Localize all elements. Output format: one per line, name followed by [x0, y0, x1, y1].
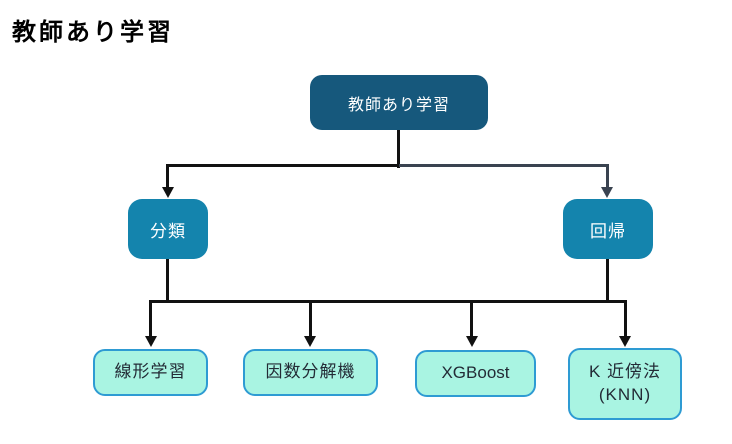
node-classification: 分類 — [128, 199, 208, 259]
arrowhead-down-linear-icon — [144, 336, 157, 347]
node-factorization-machine: 因数分解機 — [243, 349, 378, 396]
node-xgboost-label: XGBoost — [441, 363, 510, 383]
connector-segment-regression-drop — [606, 164, 609, 188]
node-classification-label: 分類 — [150, 221, 186, 241]
node-regression-label: 回帰 — [590, 221, 626, 241]
node-linear-learning: 線形学習 — [93, 349, 208, 396]
arrowhead-down-classification-icon — [161, 187, 174, 198]
connector-segment-classification-drop — [166, 164, 169, 188]
node-knn: K 近傍法 (KNN) — [568, 348, 682, 420]
connector-segment-linear-drop — [149, 300, 152, 337]
connector-segment-xgboost-drop — [470, 300, 473, 337]
connector-segment-classification-down — [166, 257, 169, 303]
arrowhead-down-factorization-icon — [304, 336, 316, 347]
arrowhead-down-knn-icon — [619, 336, 631, 347]
connector-segment-knn-drop — [624, 300, 627, 337]
node-factorization-machine-label: 因数分解機 — [265, 362, 356, 382]
node-supervised-learning-label: 教師あり学習 — [347, 96, 450, 114]
page-title: 教師あり学習 — [12, 19, 174, 46]
node-xgboost: XGBoost — [415, 350, 536, 397]
node-linear-learning-label: 線形学習 — [114, 362, 187, 382]
arrowhead-down-xgboost-icon — [465, 336, 478, 347]
connector-segment-regression-down — [606, 257, 609, 303]
connector-segment-factorization-drop — [309, 300, 312, 337]
node-knn-sublabel: (KNN) — [598, 385, 652, 404]
node-knn-label: K 近傍法 — [588, 362, 662, 382]
connector-segment-top-horizontal-right — [399, 164, 609, 167]
arrowhead-down-regression-icon — [601, 187, 613, 198]
connector-segment-top-horizontal-left — [166, 164, 400, 167]
node-regression: 回帰 — [563, 199, 653, 259]
connector-segment-root-down — [397, 129, 400, 168]
connector-segment-bottom-horizontal — [149, 300, 627, 303]
node-supervised-learning: 教師あり学習 — [310, 75, 488, 130]
